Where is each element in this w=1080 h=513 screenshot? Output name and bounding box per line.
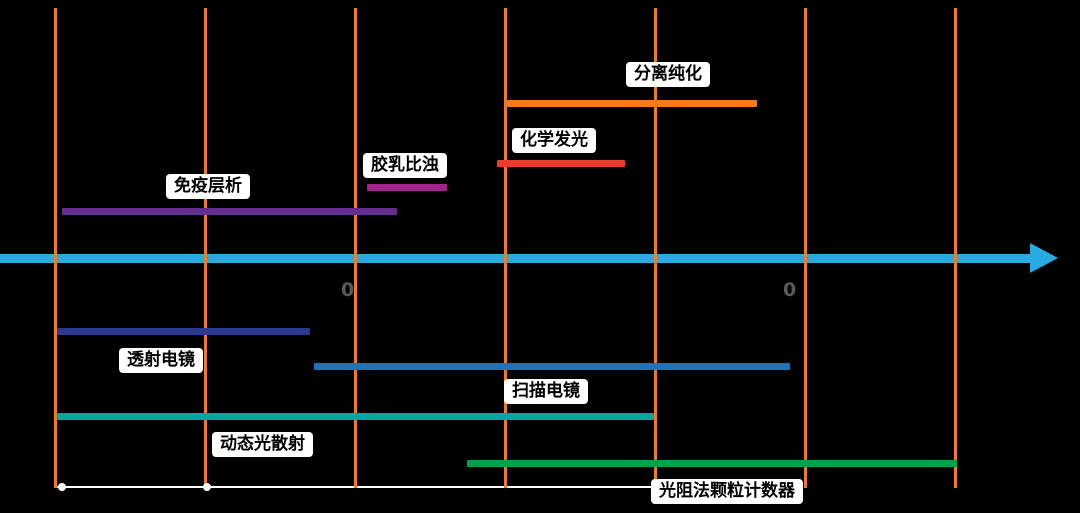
range-bar xyxy=(467,460,957,467)
range-bar xyxy=(497,160,625,167)
axis-tick-label: 0 xyxy=(341,279,355,301)
gridline xyxy=(204,8,207,488)
range-bar xyxy=(507,100,757,107)
axis-tick-label: 0 xyxy=(783,279,797,301)
series-label: 免疫层析 xyxy=(166,174,250,199)
range-bar xyxy=(367,184,447,191)
x-axis-line xyxy=(0,254,1030,263)
series-label: 分离纯化 xyxy=(626,62,710,87)
series-label: 化学发光 xyxy=(512,128,596,153)
gridline xyxy=(354,8,357,488)
gridline xyxy=(954,8,957,488)
x-axis-arrowhead xyxy=(1030,243,1058,273)
series-label: 扫描电镜 xyxy=(504,379,588,404)
series-label: 胶乳比浊 xyxy=(363,153,447,178)
range-bar xyxy=(57,413,654,420)
gridline xyxy=(654,8,657,488)
series-label: 透射电镜 xyxy=(119,348,203,373)
range-bar xyxy=(62,208,397,215)
gridline xyxy=(54,8,57,488)
range-bar xyxy=(57,328,310,335)
gridline xyxy=(504,8,507,488)
series-label: 光阻法颗粒计数器 xyxy=(651,479,803,504)
series-label: 动态光散射 xyxy=(212,432,313,457)
gridline xyxy=(804,8,807,488)
baseline-marker-dot xyxy=(203,483,211,491)
baseline-marker-dot xyxy=(58,483,66,491)
range-bar xyxy=(314,363,790,370)
